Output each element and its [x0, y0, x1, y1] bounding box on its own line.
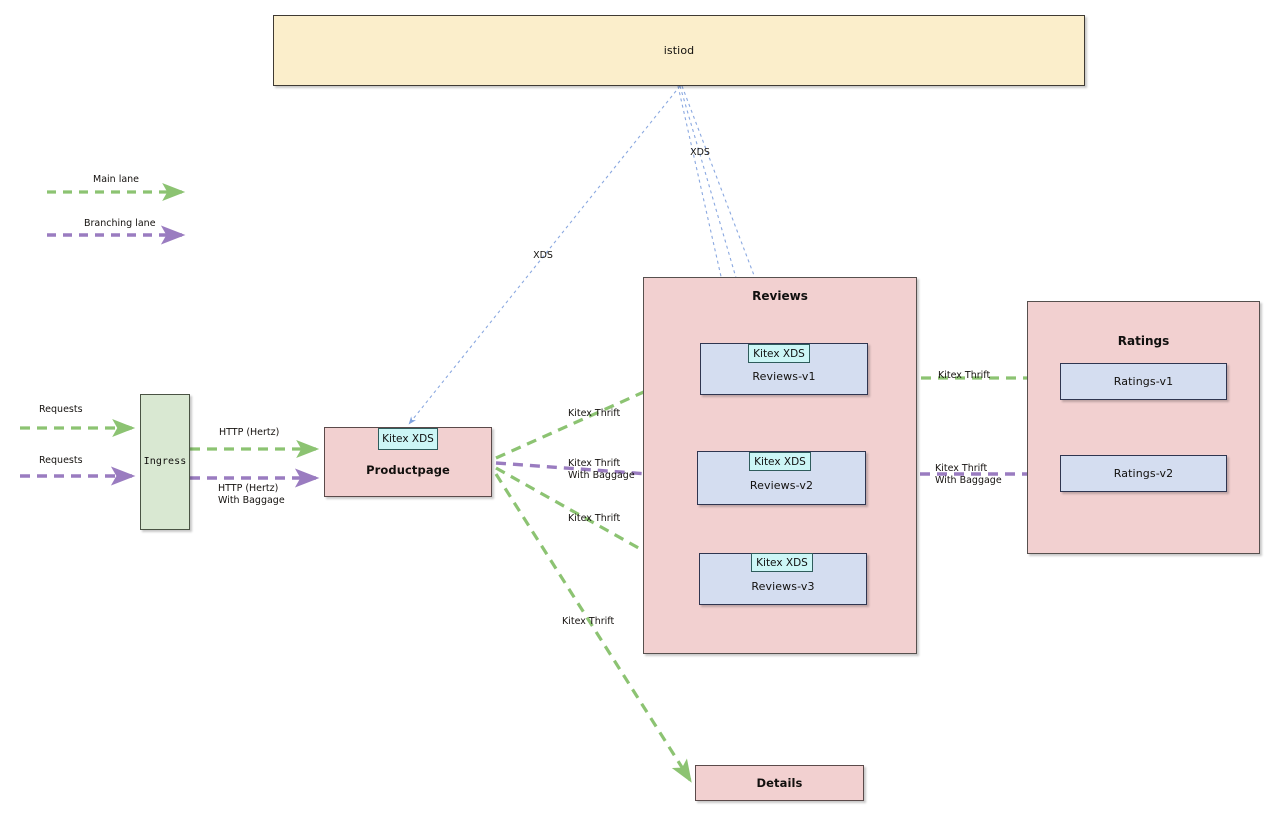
node-reviews-v1-label: Reviews-v1: [752, 370, 816, 384]
edge-label-productpage-reviews-v3: Kitex Thrift: [568, 513, 621, 524]
edge-label-xds-left: XDS: [533, 250, 553, 261]
cluster-ratings: Ratings: [1027, 301, 1260, 554]
node-ratings-v1-label: Ratings-v1: [1113, 374, 1174, 388]
node-reviews-v2-label: Reviews-v2: [749, 479, 814, 493]
legend-label-branching-lane: Branching lane: [84, 218, 156, 229]
edge-label-productpage-reviews-v2: Kitex Thrift With Baggage: [568, 458, 635, 481]
node-ingress[interactable]: Ingress: [140, 394, 190, 530]
edge-label-reviews-ratings-v2: Kitex Thrift With Baggage: [935, 463, 1002, 486]
node-ingress-label: Ingress: [143, 455, 187, 467]
badge-kitex-xds-reviews-v3: Kitex XDS: [751, 553, 813, 572]
edge-label-reviews-ratings-v1: Kitex Thrift: [938, 370, 991, 381]
node-details-label: Details: [756, 775, 803, 790]
badge-kitex-xds-productpage: Kitex XDS: [378, 428, 438, 450]
node-ratings-v2[interactable]: Ratings-v2: [1060, 455, 1227, 492]
node-productpage-label: Productpage: [366, 462, 450, 477]
edge-label-xds-right: XDS: [690, 147, 710, 158]
edge-label-productpage-details: Kitex Thrift: [562, 616, 615, 627]
node-reviews-v3-label: Reviews-v3: [751, 580, 815, 594]
node-istiod[interactable]: istiod: [273, 15, 1085, 86]
node-ratings-v2-label: Ratings-v2: [1113, 466, 1174, 480]
legend-label-main-lane: Main lane: [93, 174, 140, 185]
edge-label-requests-branch: Requests: [39, 455, 83, 466]
edge-label-ingress-branch: HTTP (Hertz) With Baggage: [218, 483, 285, 506]
cluster-ratings-title: Ratings: [1117, 334, 1170, 348]
node-istiod-label: istiod: [663, 43, 695, 57]
node-details[interactable]: Details: [695, 765, 864, 801]
edge-label-ingress-main: HTTP (Hertz): [219, 427, 280, 438]
badge-kitex-xds-reviews-v1: Kitex XDS: [748, 344, 810, 363]
cluster-reviews-title: Reviews: [752, 289, 808, 303]
node-ratings-v1[interactable]: Ratings-v1: [1060, 363, 1227, 400]
badge-kitex-xds-reviews-v2: Kitex XDS: [749, 452, 811, 471]
edge-label-requests-main: Requests: [39, 404, 83, 415]
edge-label-productpage-reviews-v1: Kitex Thrift: [568, 408, 621, 419]
